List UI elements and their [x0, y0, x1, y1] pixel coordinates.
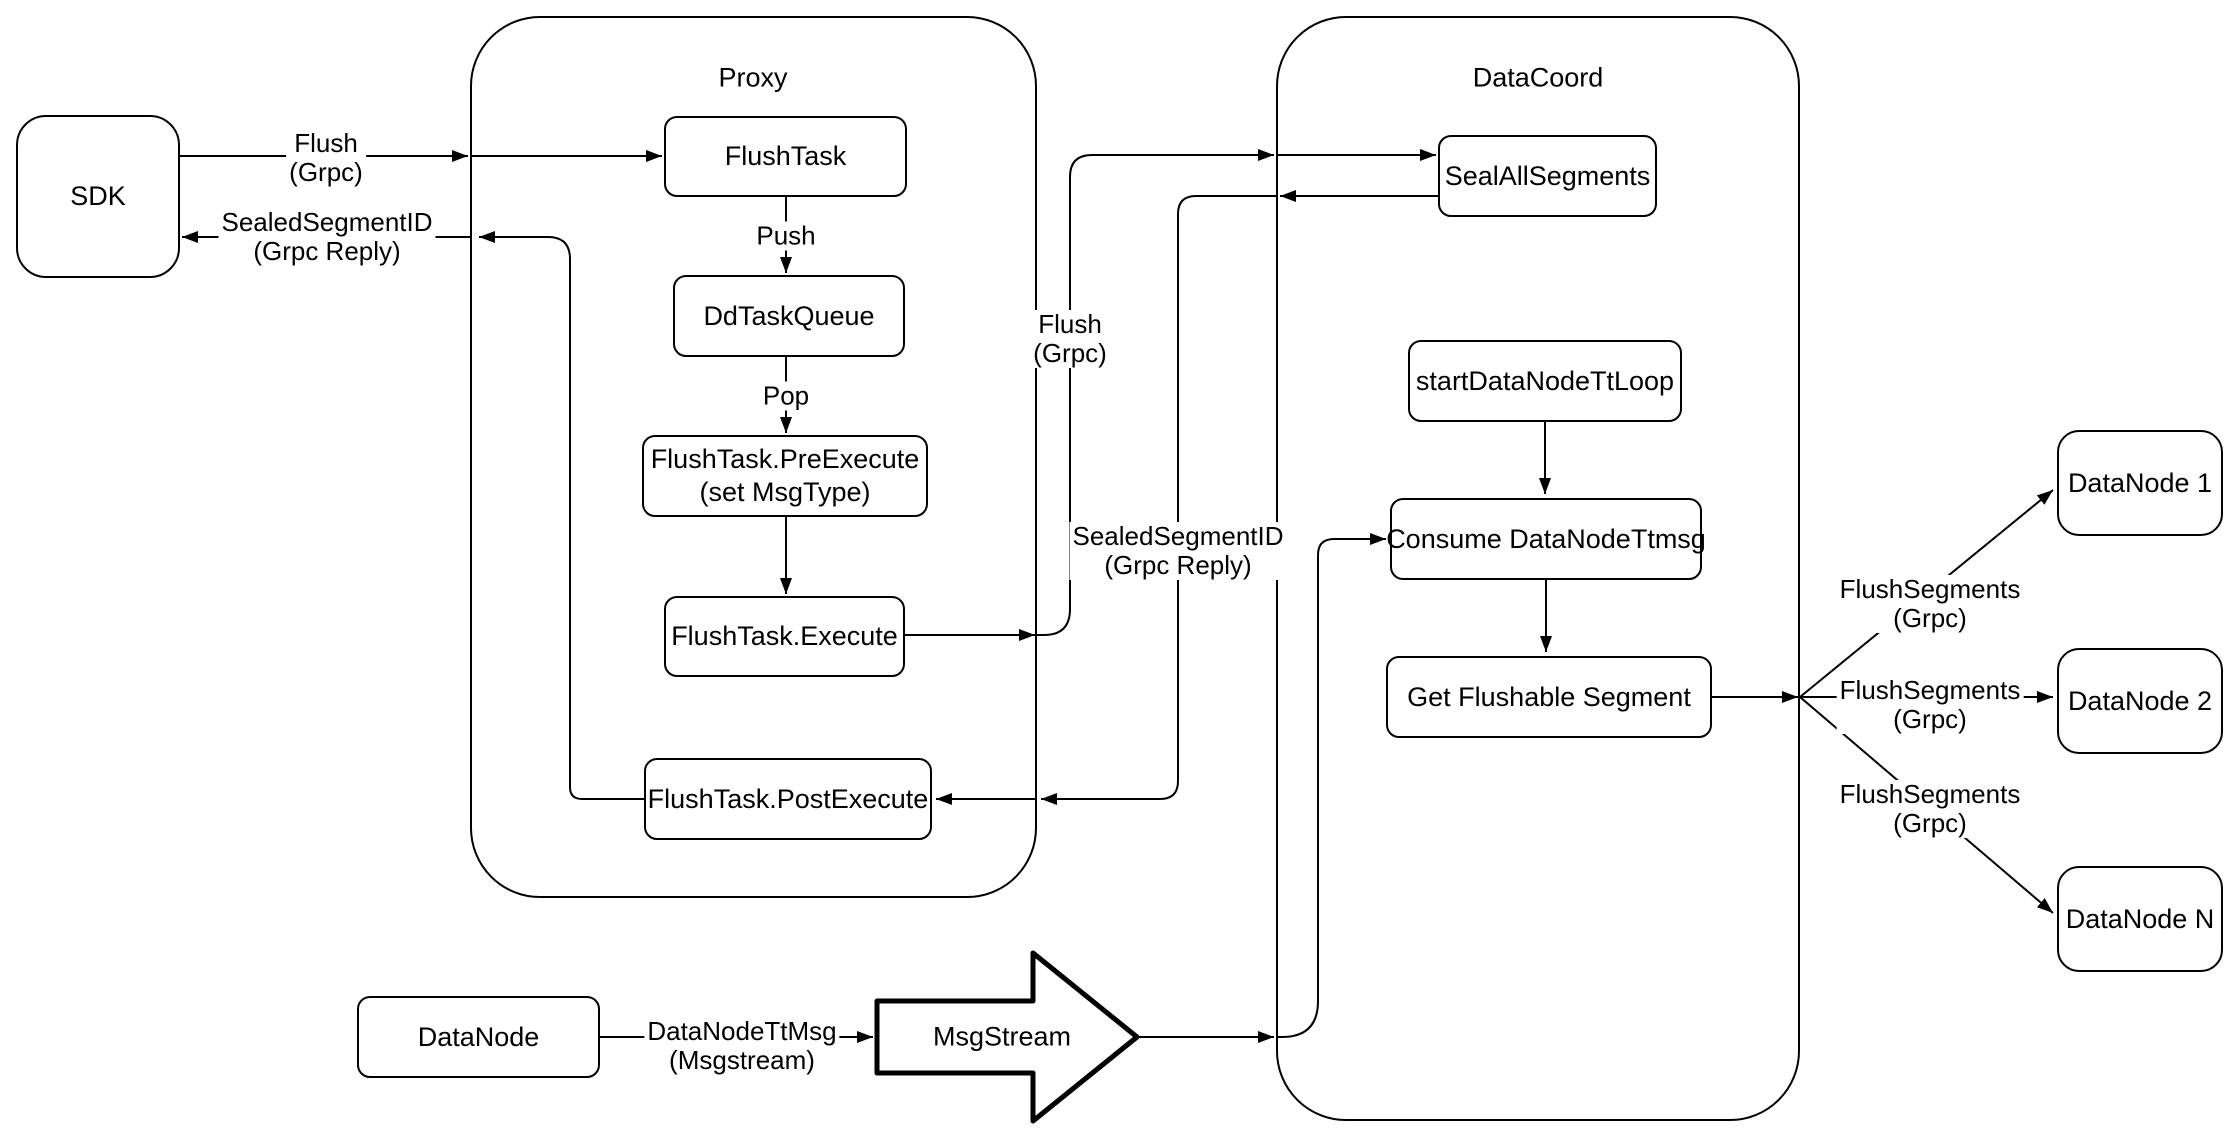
- node-label: DdTaskQueue: [703, 300, 875, 331]
- edge-label-pop: Pop: [759, 381, 813, 411]
- edge-label-sealedsegmentid-mid: SealedSegmentID (Grpc Reply): [1069, 522, 1287, 580]
- edge-label-flush-grpc-left: Flush (Grpc): [286, 129, 366, 187]
- node-sealallsegments: SealAllSegments: [1438, 135, 1657, 217]
- edge-postexecute-to-proxy-edge: [479, 231, 644, 800]
- node-consumedatanodettmsg: Consume DataNodeTtmsg: [1386, 498, 1706, 580]
- proxy-container: [470, 16, 1037, 898]
- msgstream-label: MsgStream: [932, 1021, 1072, 1052]
- node-label: FlushTask.PostExecute: [647, 783, 929, 814]
- edge-label-flushsegments-1: FlushSegments (Grpc): [1836, 575, 2024, 633]
- node-label: FlushTask.Execute: [671, 621, 898, 651]
- node-label: DataNode 2: [2067, 685, 2213, 716]
- msgstream-shape: [874, 950, 1140, 1124]
- node-postexecute: FlushTask.PostExecute: [644, 758, 932, 840]
- edge-proxy-edge-up-to-datacoord: [1037, 149, 1274, 636]
- node-datanode-1: DataNode 1: [2057, 430, 2223, 536]
- node-startdatanodettloop: startDataNodeTtLoop: [1408, 340, 1682, 422]
- node-label: (set MsgType): [699, 477, 871, 507]
- edge-datacoord-edge-up-to-consume: [1276, 533, 1386, 1038]
- node-sdk: SDK: [16, 115, 180, 278]
- node-label: SealAllSegments: [1444, 160, 1651, 191]
- node-ddtaskqueue: DdTaskQueue: [673, 275, 905, 357]
- edge-label-datanodettmsg: DataNodeTtMsg (Msgstream): [644, 1017, 840, 1075]
- node-label: SDK: [70, 181, 126, 211]
- node-label: DataNode: [417, 1021, 540, 1052]
- node-label: FlushTask: [724, 141, 847, 171]
- datacoord-container-title: DataCoord: [1472, 62, 1604, 93]
- edge-label-flushsegments-2: FlushSegments (Grpc): [1836, 676, 2024, 734]
- node-label: DataNode 1: [2067, 467, 2213, 498]
- edge-label-flush-grpc-mid: Flush (Grpc): [1030, 310, 1110, 368]
- proxy-container-title: Proxy: [718, 62, 788, 93]
- node-label: startDataNodeTtLoop: [1415, 365, 1675, 396]
- node-datanode-bottom: DataNode: [357, 996, 600, 1078]
- edge-label-sealedsegmentid-left: SealedSegmentID (Grpc Reply): [218, 208, 436, 266]
- node-label: FlushTask.PreExecute: [650, 444, 920, 474]
- node-label: Consume DataNodeTtmsg: [1386, 523, 1706, 554]
- edge-label-flushsegments-3: FlushSegments (Grpc): [1836, 780, 2024, 838]
- node-preexecute: FlushTask.PreExecute (set MsgType): [642, 435, 928, 517]
- node-label: Get Flushable Segment: [1407, 681, 1691, 712]
- node-datanode-n: DataNode N: [2057, 866, 2223, 972]
- node-datanode-2: DataNode 2: [2057, 648, 2223, 754]
- edge-datacoord-edge-down-to-proxy: [1041, 195, 1276, 805]
- node-label: DataNode N: [2065, 903, 2215, 934]
- edge-label-push: Push: [753, 221, 819, 251]
- node-flushtask: FlushTask: [664, 116, 907, 197]
- node-getflushablesegment: Get Flushable Segment: [1386, 656, 1712, 738]
- node-execute: FlushTask.Execute: [664, 596, 905, 677]
